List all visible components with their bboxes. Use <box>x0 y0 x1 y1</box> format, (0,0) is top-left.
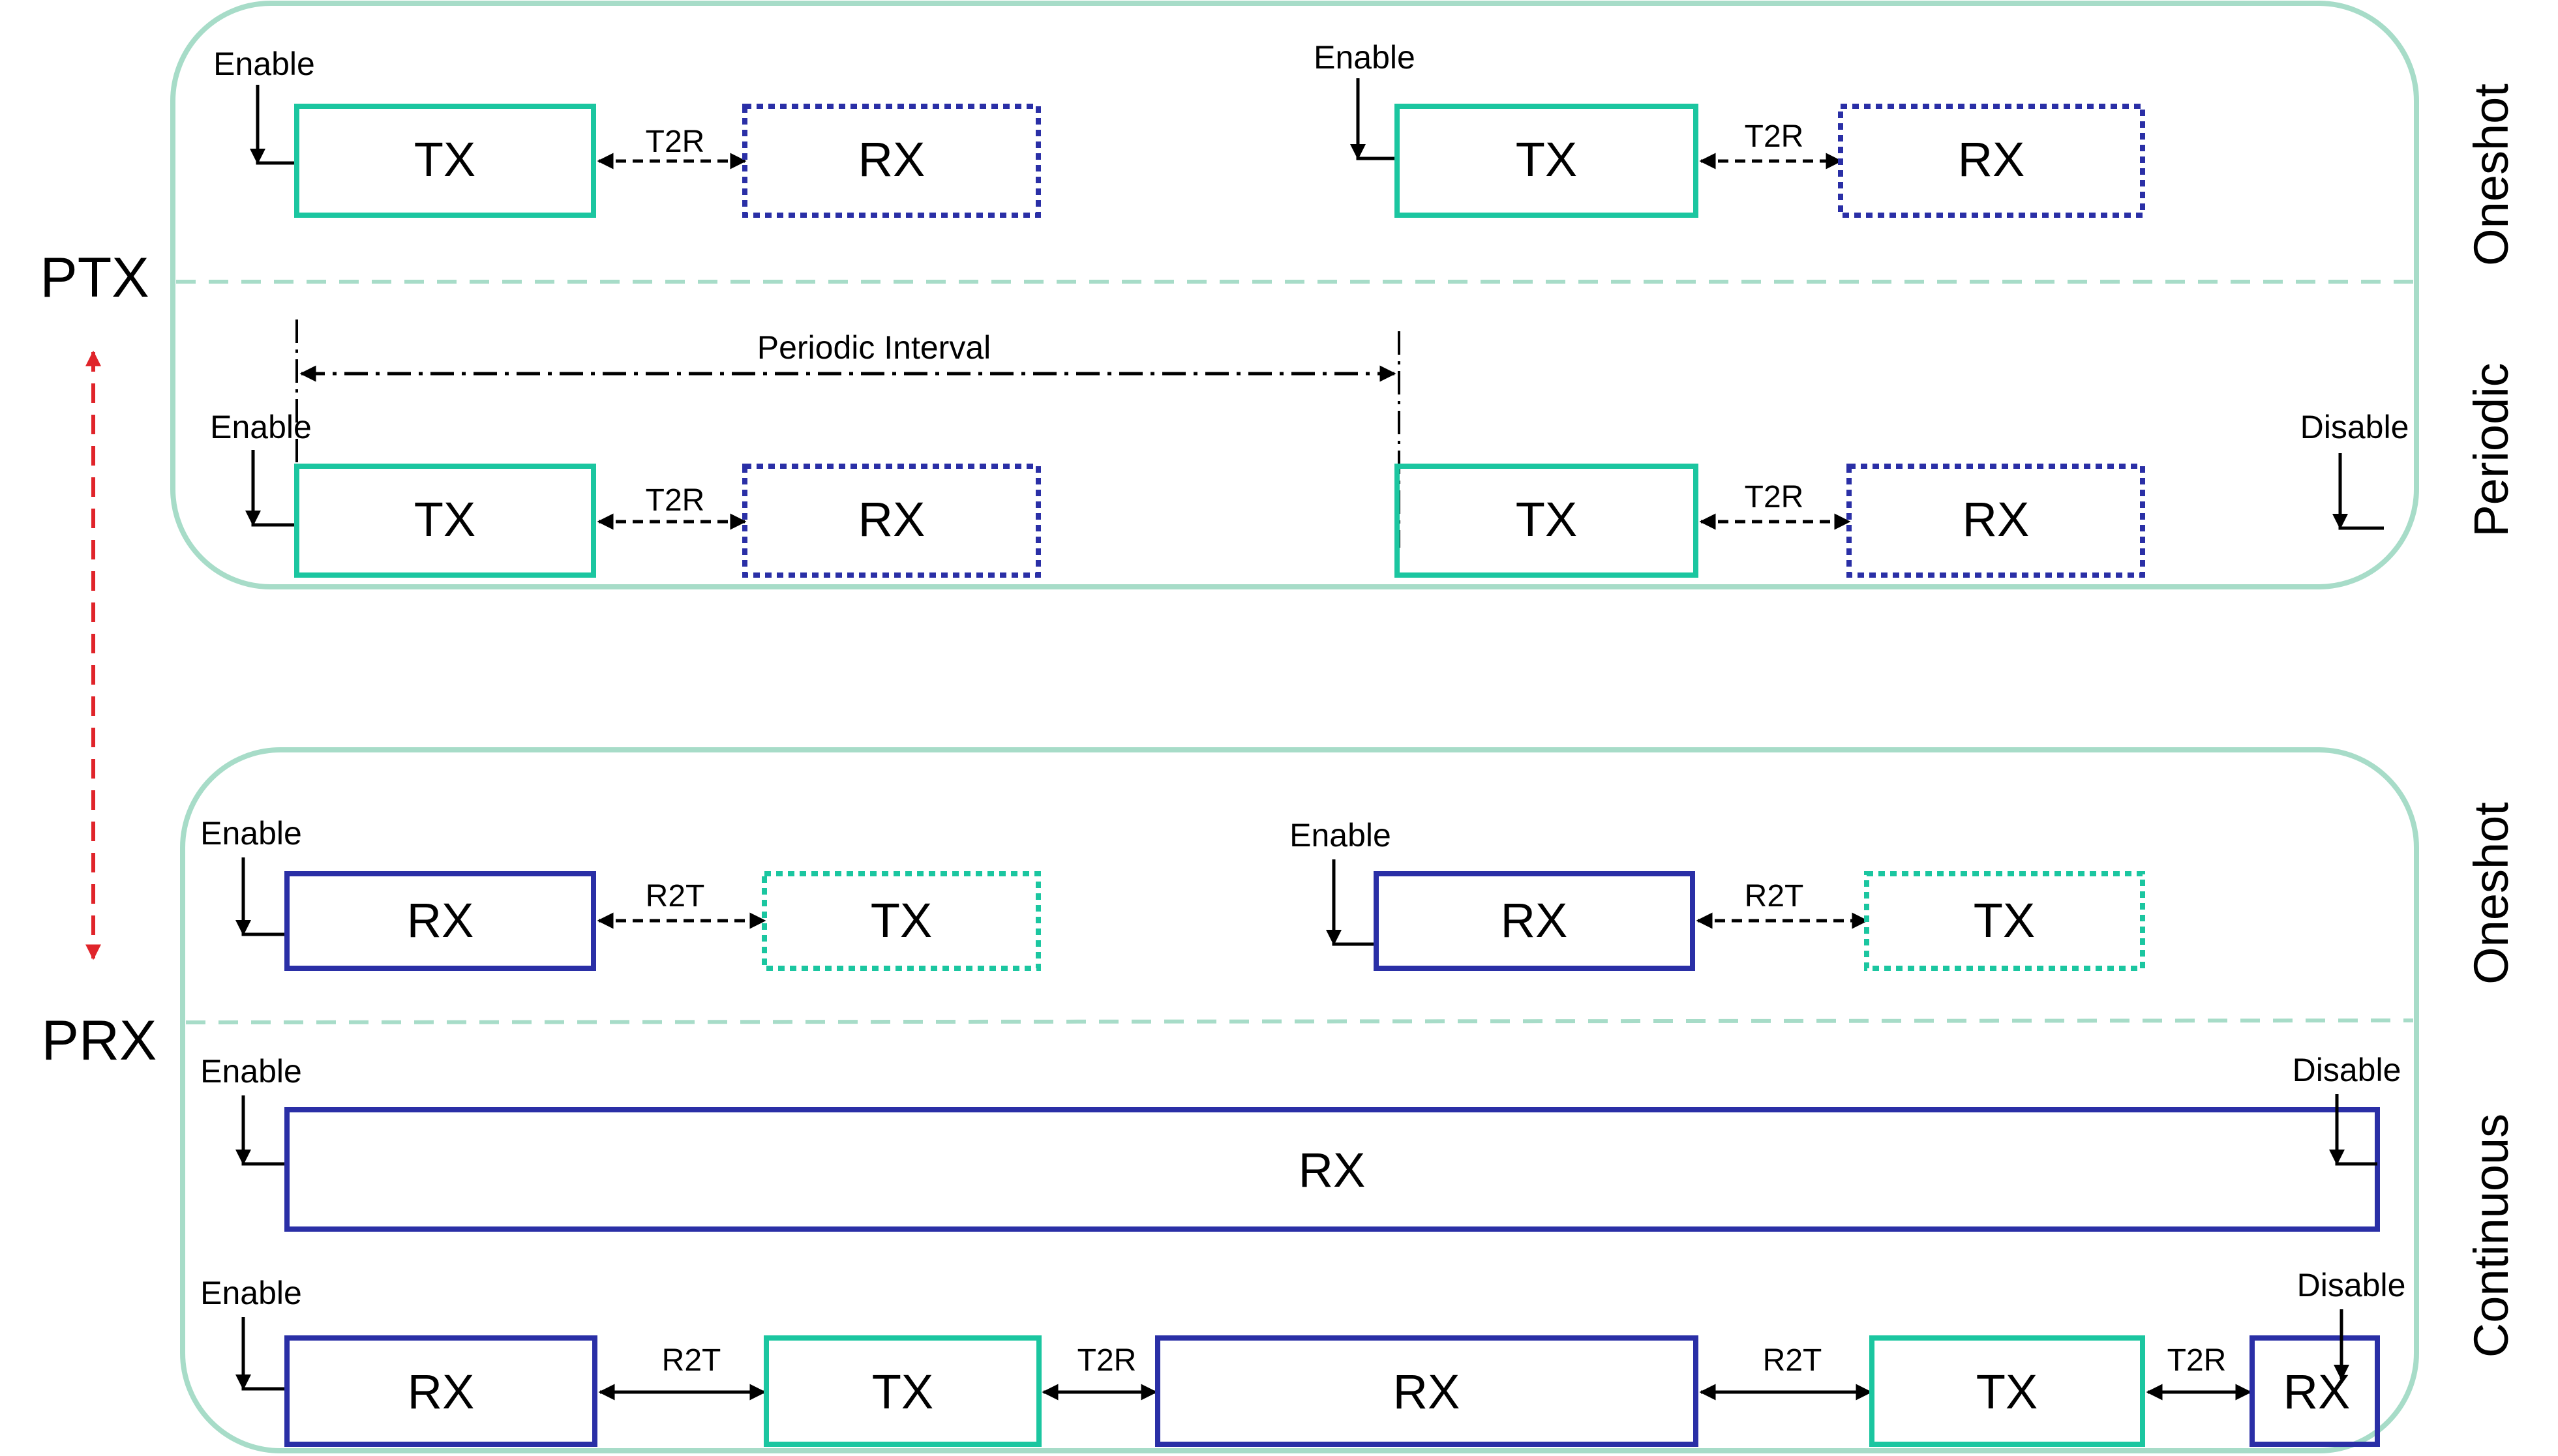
prx-panel <box>180 747 2419 1453</box>
t2r-label: T2R <box>1745 480 1804 514</box>
rx-box <box>284 871 596 971</box>
rx-label: RX <box>858 132 925 186</box>
tx-label: TX <box>414 132 476 186</box>
tx-label: TX <box>872 1365 934 1419</box>
ptx-label: PTX <box>40 246 149 309</box>
enable-label: Enable <box>210 409 312 445</box>
rx-label: RX <box>1299 1143 1366 1197</box>
enable-label: Enable <box>200 1053 302 1090</box>
enable-label: Enable <box>1314 39 1415 76</box>
rx-label: RX <box>1393 1365 1460 1419</box>
rx-label: RX <box>1958 132 2025 186</box>
rx-box <box>284 1335 597 1447</box>
tx-label: TX <box>414 492 476 546</box>
rx-box <box>742 104 1041 218</box>
rx-label: RX <box>408 1365 475 1419</box>
r2t-label: R2T <box>646 879 705 914</box>
rx-box <box>284 1107 2380 1232</box>
rx-box <box>1374 871 1695 971</box>
tx-label: TX <box>1516 132 1578 186</box>
tx-label: TX <box>871 893 933 947</box>
tx-box <box>1864 871 2145 971</box>
rx-label: RX <box>1963 492 2030 546</box>
rx-box <box>2250 1335 2380 1447</box>
t2r-label: T2R <box>646 483 705 518</box>
tx-box <box>1394 464 1698 578</box>
prx-oneshot-row: Enable RX R2T TX Enable RX R2T TX <box>200 815 2145 971</box>
r2t-label: R2T <box>662 1343 721 1378</box>
disable-label: Disable <box>2297 1267 2406 1303</box>
disable-label: Disable <box>2293 1052 2401 1088</box>
rx-box <box>742 464 1041 578</box>
prx-label: PRX <box>42 1009 157 1072</box>
tx-box <box>294 464 596 578</box>
disable-label: Disable <box>2300 409 2409 445</box>
tx-box <box>1869 1335 2145 1447</box>
enable-label: Enable <box>200 815 302 852</box>
ptx-periodic-side-label: Periodic <box>2464 363 2518 537</box>
tx-label: TX <box>1516 492 1578 546</box>
ptx-oneshot-side-label: Oneshot <box>2464 83 2518 266</box>
prx-continuous-row-2: Enable RX R2T TX T2R RX R2T TX T2R RX Di… <box>200 1267 2406 1447</box>
rx-box <box>1838 104 2145 218</box>
enable-label: Enable <box>1289 817 1391 854</box>
enable-arrow <box>251 450 297 527</box>
t2r-label: T2R <box>2167 1343 2227 1378</box>
t2r-label: T2R <box>1745 119 1804 154</box>
enable-arrow <box>241 857 287 936</box>
periodic-interval-label: Periodic Interval <box>757 329 991 366</box>
tx-box <box>1394 104 1698 218</box>
rx-box <box>1155 1335 1698 1447</box>
ptx-panel <box>170 1 2419 589</box>
disable-arrow <box>2338 453 2384 530</box>
enable-arrow <box>241 1317 287 1391</box>
rx-label: RX <box>407 893 474 947</box>
tx-box <box>762 871 1041 971</box>
enable-label: Enable <box>213 46 315 82</box>
enable-label: Enable <box>200 1275 302 1311</box>
t2r-label: T2R <box>646 125 705 159</box>
ptx-oneshot-row: Enable TX T2R RX Enable TX T2R RX <box>213 39 2145 218</box>
tx-label: TX <box>1976 1365 2038 1419</box>
prx-continuous-row-1: Enable RX Disable <box>200 1052 2401 1232</box>
ptx-periodic-row: Periodic Interval Enable TX T2R RX TX T2… <box>210 319 2409 578</box>
prx-continuous-side-label: Continuous <box>2464 1114 2518 1358</box>
rx-label: RX <box>858 492 925 546</box>
disable-arrow <box>2335 1094 2377 1166</box>
prx-separator <box>185 1018 2414 1024</box>
prx-oneshot-side-label: Oneshot <box>2464 802 2518 985</box>
rx-label: RX <box>1501 893 1568 947</box>
enable-arrow <box>241 1095 287 1166</box>
tx-box <box>764 1335 1042 1447</box>
tx-label: TX <box>1974 893 2036 947</box>
r2t-label: R2T <box>1763 1343 1822 1378</box>
r2t-label: R2T <box>1745 879 1804 914</box>
tx-box <box>294 104 596 218</box>
rx-box <box>1846 464 2145 578</box>
t2r-label: T2R <box>1077 1343 1137 1378</box>
